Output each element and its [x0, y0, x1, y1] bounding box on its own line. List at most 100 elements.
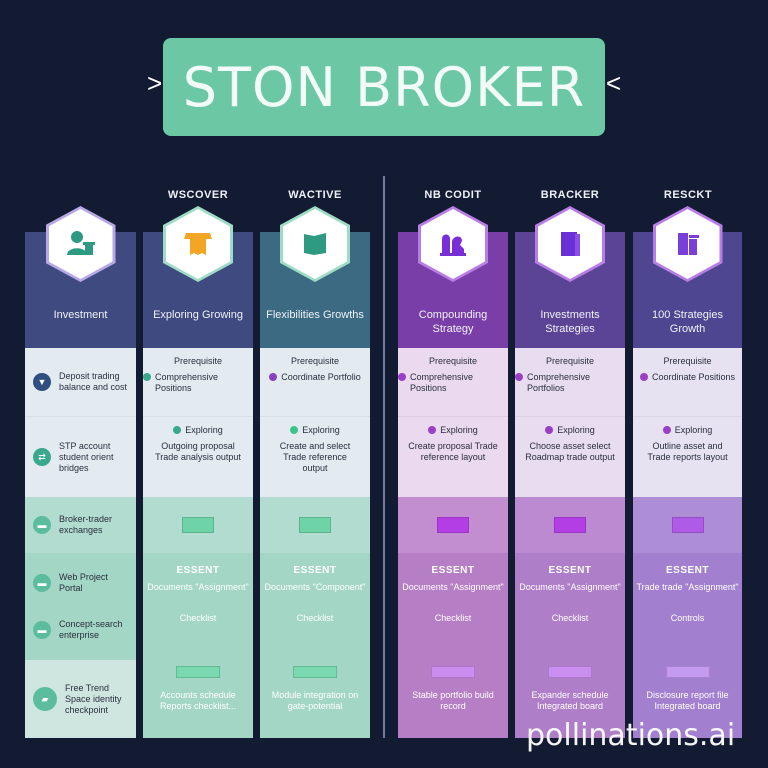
chat-icon: ▬: [33, 621, 51, 640]
card-header[interactable]: Flexibilities Growths: [260, 206, 370, 348]
card-header[interactable]: Investment: [25, 206, 136, 348]
card-title: Exploring Growing: [153, 309, 243, 321]
action-button[interactable]: [548, 666, 592, 678]
row-footer: Expander schedule Integrated board: [515, 660, 625, 738]
status-dot: [428, 426, 437, 434]
row-item[interactable]: ▬ Broker-trader exchanges: [25, 497, 136, 553]
row-exploring[interactable]: Exploring Outgoing proposal Trade analys…: [143, 417, 253, 497]
row-prerequisite[interactable]: Prerequisite Coordinate Positions: [633, 348, 742, 417]
column-bracker: Investments Strategies Prerequisite Comp…: [515, 206, 625, 738]
card-header[interactable]: 100 Strategies Growth: [633, 206, 742, 348]
section-heading: ESSENT: [548, 565, 592, 576]
card-header[interactable]: Investments Strategies: [515, 206, 625, 348]
section-heading: ESSENT: [431, 565, 475, 576]
action-button[interactable]: [293, 666, 337, 678]
page-title: STON BROKER: [182, 55, 586, 119]
row-essent: ESSENT Documents "Component" Checklist: [260, 553, 370, 660]
status-dot: [173, 426, 182, 434]
row-prerequisite[interactable]: Prerequisite Comprehensive Positions: [143, 348, 253, 417]
row-label: Prerequisite: [173, 356, 223, 366]
action-button[interactable]: [299, 517, 331, 533]
row-description: Create and select Trade reference output: [279, 441, 351, 473]
card-title: Investments Strategies: [540, 309, 600, 335]
row-description: Create proposal Trade reference layout: [408, 441, 498, 462]
card-header[interactable]: Exploring Growing: [143, 206, 253, 348]
hex-badge: [163, 206, 233, 282]
hex-badge: [280, 206, 350, 282]
list-item: Documents "Assignment": [147, 582, 249, 592]
status-dot: [545, 426, 554, 434]
person-badge-icon: [66, 231, 95, 255]
row-essent: ESSENT Documents "Assignment" Checklist: [398, 553, 508, 660]
list-item: Checklist: [179, 613, 217, 623]
tshirt-icon: [184, 233, 212, 255]
chat-icon: ▬: [33, 573, 51, 592]
row-item[interactable]: ▼ Deposit trading balance and cost: [25, 348, 136, 417]
swap-icon: ⇄: [33, 448, 51, 466]
row-label: STP account student orient bridges: [59, 440, 114, 473]
column-wactive: Flexibilities Growths Prerequisite Coord…: [260, 206, 370, 738]
list-item: Checklist: [434, 613, 472, 623]
card-header[interactable]: Compounding Strategy: [398, 206, 508, 348]
row-item[interactable]: ▬ Concept-search enterprise: [25, 619, 136, 641]
action-button[interactable]: [176, 666, 220, 678]
row-action: [633, 497, 742, 553]
row-prerequisite[interactable]: Prerequisite Coordinate Portfolio: [260, 348, 370, 417]
action-button[interactable]: [437, 517, 469, 533]
title-banner: STON BROKER: [163, 38, 605, 136]
hex-badge: [535, 206, 605, 282]
row-label: Prerequisite: [545, 356, 595, 366]
row-item[interactable]: ⇄ STP account student orient bridges: [25, 417, 136, 497]
column-header: BRACKER: [540, 189, 600, 201]
row-action: [143, 497, 253, 553]
row-label: Concept-search enterprise: [59, 619, 123, 641]
list-item: Trade trade "Assignment": [636, 582, 739, 592]
row-label: Free Trend Space identity checkpoint: [65, 682, 122, 715]
row-essent: ESSENT Trade trade "Assignment" Controls: [633, 553, 742, 660]
action-button[interactable]: [182, 517, 214, 533]
row-item[interactable]: ▬ Web Project Portal: [25, 572, 136, 594]
row-exploring[interactable]: Exploring Choose asset select Roadmap tr…: [515, 417, 625, 497]
row-item-text: Comprehensive Positions: [410, 372, 474, 393]
row-prerequisite[interactable]: Prerequisite Comprehensive Portfolios: [515, 348, 625, 417]
row-item-text: Exploring: [302, 425, 340, 435]
status-dot: [269, 373, 278, 381]
row-item[interactable]: ▰ Free Trend Space identity checkpoint: [25, 660, 136, 738]
row-description: Outline asset and Trade reports layout: [647, 441, 728, 462]
row-exploring[interactable]: Exploring Create proposal Trade referenc…: [398, 417, 508, 497]
action-button[interactable]: [431, 666, 475, 678]
row-exploring[interactable]: Exploring Create and select Trade refere…: [260, 417, 370, 497]
status-dot: [290, 426, 299, 434]
row-item-text: Comprehensive Portfolios: [527, 372, 591, 393]
chevron-left-icon[interactable]: <: [606, 68, 622, 98]
status-dot: [398, 373, 406, 381]
column-nb-codit: Compounding Strategy Prerequisite Compre…: [398, 206, 508, 738]
row-item-text: Exploring: [557, 425, 595, 435]
row-footer: Stable portfolio build record: [398, 660, 508, 738]
chevron-right-icon[interactable]: >: [147, 68, 163, 98]
row-footer: Disclosure report file Integrated board: [633, 660, 742, 738]
row-item-text: Coordinate Positions: [651, 372, 736, 382]
column-resckt: 100 Strategies Growth Prerequisite Coord…: [633, 206, 742, 738]
row-prerequisite[interactable]: Prerequisite Comprehensive Positions: [398, 348, 508, 417]
column-wscover: Exploring Growing Prerequisite Comprehen…: [143, 206, 253, 738]
book-icon: [561, 232, 580, 256]
row-exploring[interactable]: Exploring Outline asset and Trade report…: [633, 417, 742, 497]
row-description: Outgoing proposal Trade analysis output: [155, 441, 241, 462]
row-label: Web Project Portal: [59, 571, 108, 593]
list-item: Checklist: [296, 613, 334, 623]
action-button[interactable]: [671, 517, 704, 533]
row-label: Prerequisite: [428, 356, 478, 366]
action-button[interactable]: [554, 517, 586, 533]
row-essent: ESSENT Documents "Assignment" Checklist: [515, 553, 625, 660]
flag-icon: [304, 233, 326, 255]
row-item-text: Comprehensive Positions: [155, 372, 219, 393]
section-heading: ESSENT: [665, 565, 709, 576]
status-dot: [515, 373, 523, 381]
card-title: Flexibilities Growths: [266, 309, 364, 321]
action-button[interactable]: [665, 666, 710, 678]
row-description: Expander schedule Integrated board: [531, 690, 609, 711]
row-action: [398, 497, 508, 553]
column-header: RESCKT: [663, 189, 713, 201]
watermark: pollinations.ai: [526, 718, 736, 753]
